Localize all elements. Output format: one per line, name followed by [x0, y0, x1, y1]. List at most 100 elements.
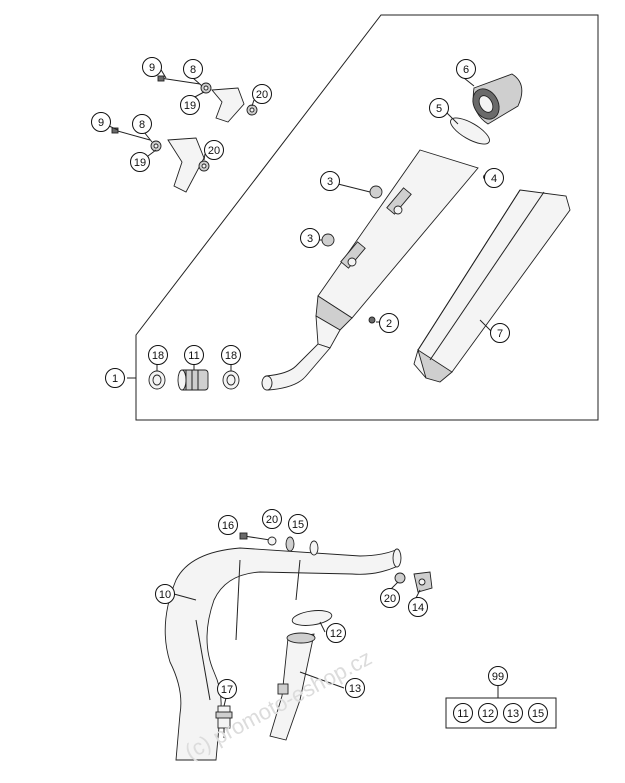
- callout-circle: [221, 345, 241, 365]
- callout-circle: [345, 678, 365, 698]
- callout-label: 3: [327, 176, 333, 188]
- callout-8: 8: [132, 114, 152, 134]
- callout-circle: [379, 313, 399, 333]
- callout-label: 20: [266, 514, 278, 526]
- callout-circle: [380, 588, 400, 608]
- callout-circle: [204, 140, 224, 160]
- callout-circle: [488, 666, 508, 686]
- callout-20: 20: [262, 509, 282, 529]
- pipe-insert: [269, 632, 316, 741]
- callout-label: 9: [149, 62, 155, 74]
- callout-label: 19: [134, 157, 146, 169]
- callout-circle: [184, 345, 204, 365]
- callout-8: 8: [183, 59, 203, 79]
- assembly-frame: [135, 14, 599, 421]
- callout-label: 20: [208, 145, 220, 157]
- callout-20: 20: [380, 588, 400, 608]
- callout-label: 14: [412, 602, 424, 614]
- callout-3: 3: [300, 228, 320, 248]
- callout-1: 1: [105, 368, 125, 388]
- sealing-sleeve: [177, 369, 209, 391]
- kit-item-11: 11: [453, 703, 473, 723]
- callout-18: 18: [221, 345, 241, 365]
- callout-label: 15: [292, 519, 304, 531]
- o-ring: [291, 610, 333, 626]
- silencer-outlet-tube: [265, 343, 331, 391]
- callout-label: 12: [482, 708, 494, 720]
- callout-label: 19: [184, 100, 196, 112]
- callout-label: 99: [492, 671, 504, 683]
- callout-circle: [490, 323, 510, 343]
- callout-18: 18: [148, 345, 168, 365]
- callout-17: 17: [217, 679, 237, 699]
- callout-12: 12: [326, 623, 346, 643]
- upper-bracket-assembly: [157, 75, 258, 123]
- callout-label: 3: [307, 233, 313, 245]
- callout-label: 1: [112, 373, 118, 385]
- callout-label: 17: [221, 684, 233, 696]
- callout-label: 20: [384, 593, 396, 605]
- screw: [368, 316, 376, 324]
- callout-label: 18: [152, 350, 164, 362]
- callout-label: 10: [159, 589, 171, 601]
- callout-circle: [218, 515, 238, 535]
- kit-item-13: 13: [503, 703, 523, 723]
- callout-16: 16: [218, 515, 238, 535]
- callout-4: 4: [484, 168, 504, 188]
- callout-circle: [142, 57, 162, 77]
- end-cap-gasket: [450, 117, 490, 145]
- callout-2: 2: [379, 313, 399, 333]
- callout-15: 15: [288, 514, 308, 534]
- callout-label: 13: [507, 708, 519, 720]
- tube-end: [261, 375, 273, 391]
- callout-14: 14: [408, 597, 428, 617]
- callout-circle: [478, 703, 498, 723]
- callout-6: 6: [456, 59, 476, 79]
- callout-11: 11: [184, 345, 204, 365]
- callout-label: 12: [330, 628, 342, 640]
- rubber-grommet: [369, 185, 383, 199]
- callout-label: 4: [491, 173, 497, 185]
- callout-circle: [408, 597, 428, 617]
- callout-circle: [183, 59, 203, 79]
- kit-item-15: 15: [528, 703, 548, 723]
- callout-circle: [155, 584, 175, 604]
- callout-7: 7: [490, 323, 510, 343]
- callout-10: 10: [155, 584, 175, 604]
- callout-circle: [528, 703, 548, 723]
- callout-19: 19: [180, 95, 200, 115]
- callout-circle: [132, 114, 152, 134]
- callout-label: 16: [222, 520, 234, 532]
- end-cap: [472, 73, 523, 125]
- callout-label: 15: [532, 708, 544, 720]
- callout-circle: [326, 623, 346, 643]
- callout-5: 5: [429, 98, 449, 118]
- callout-circle: [288, 514, 308, 534]
- callout-circle: [91, 112, 111, 132]
- callout-3: 3: [320, 171, 340, 191]
- lower-bracket-assembly: [111, 127, 210, 193]
- callout-circle: [484, 168, 504, 188]
- callout-label: 6: [463, 64, 469, 76]
- callout-19: 19: [130, 152, 150, 172]
- callout-99: 99: [488, 666, 508, 686]
- callout-circle: [262, 509, 282, 529]
- callout-circle: [252, 84, 272, 104]
- callout-label: 11: [188, 350, 199, 362]
- silencer-cover: [413, 189, 571, 383]
- callout-label: 2: [386, 318, 392, 330]
- callout-circle: [105, 368, 125, 388]
- callout-circle: [300, 228, 320, 248]
- callout-label: 7: [497, 328, 503, 340]
- pipe-bracket: [394, 571, 433, 593]
- callout-circle: [453, 703, 473, 723]
- callout-circle: [148, 345, 168, 365]
- callout-label: 20: [256, 89, 268, 101]
- callout-20: 20: [204, 140, 224, 160]
- kit-item-12: 12: [478, 703, 498, 723]
- callout-label: 8: [190, 64, 196, 76]
- callout-label: 9: [98, 117, 104, 129]
- silencer-body: [315, 149, 479, 349]
- callout-circle: [320, 171, 340, 191]
